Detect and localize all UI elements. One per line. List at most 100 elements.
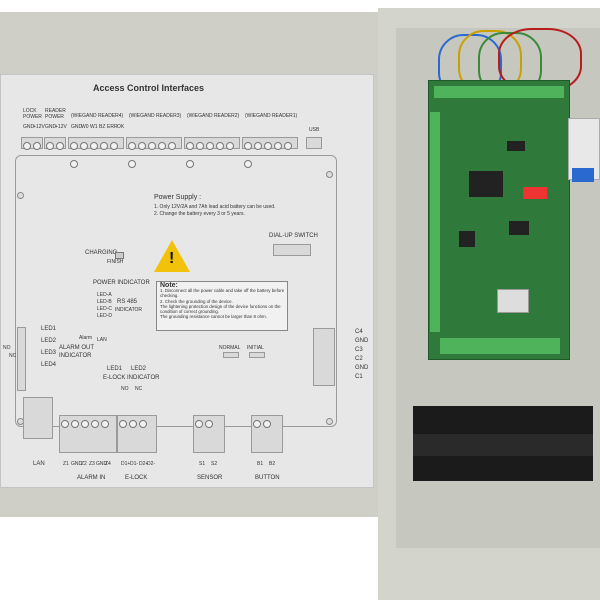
button-pin: B1 (257, 461, 264, 467)
pin-w0: W0 (81, 124, 89, 130)
normal-label: NORMAL (219, 345, 241, 351)
cabinet-body (378, 8, 600, 600)
note-box: Note: 1. Disconnect all the power cable … (156, 281, 288, 331)
group-sensor: SENSOR (197, 475, 223, 481)
pin-gnd-r1: GND (355, 338, 369, 344)
left-led4: LED4 (41, 362, 57, 368)
note-line4: The grounding resistance cannot be large… (160, 314, 267, 320)
charging-label: CHARGING (85, 250, 118, 256)
pin-ok: OK (117, 124, 125, 130)
group-elock: E-LOCK (125, 475, 148, 481)
led-a: LED-A (97, 292, 112, 298)
usb-port (306, 137, 322, 149)
warning-triangle-icon: ! (154, 240, 190, 272)
blue-connector (572, 168, 594, 182)
elock-led1: LED1 (107, 366, 123, 372)
terminal-wiegand3 (126, 137, 182, 168)
pin-c1: C1 (355, 374, 363, 380)
pin-12v-2: +12V (55, 124, 67, 130)
group-button: BUTTON (255, 475, 280, 481)
pin-gnd-2: GND (45, 124, 57, 130)
pin-gnd-r2: GND (355, 365, 369, 371)
board-left-terminals (429, 111, 441, 333)
dialup-switch-label: DIAL-UP SWITCH (269, 233, 318, 239)
controller-board (428, 80, 570, 360)
board-bottom-terminals (439, 337, 561, 355)
alarm-in-pins: Z1 (63, 461, 69, 467)
button-pin: B2 (269, 461, 276, 467)
right-terminal (313, 328, 335, 386)
no2-label: NO (121, 386, 129, 392)
label-wiegand1: (WIEGAND READER1) (245, 113, 298, 119)
power-supply-title: Power Supply : (154, 194, 202, 201)
label-wiegand4: (WIEGAND READER4) (71, 113, 124, 119)
chip (459, 231, 475, 247)
terminal-reader-power (44, 137, 66, 150)
note-line3: The lightening protection design of the … (160, 303, 281, 315)
pin-w1: W1 (90, 124, 98, 130)
pin-12v: +12V (33, 124, 45, 130)
sensor-pin: S2 (211, 461, 218, 467)
dialup-switch (273, 244, 311, 256)
dip-switch (523, 187, 547, 199)
label-usb: USB (309, 127, 320, 133)
terminal-wiegand4 (68, 137, 124, 168)
elock-pin: D2- (147, 461, 156, 467)
alarm-in-pin: Z2 (81, 461, 87, 467)
group-alarm-in: ALARM IN (77, 475, 106, 481)
nc-label: NC (9, 353, 17, 359)
pin-c4: C4 (355, 329, 363, 335)
alarm-lan-label: Alarm (79, 335, 93, 341)
lan-small-label: LAN (97, 337, 107, 343)
left-led2: LED2 (41, 338, 57, 344)
alarm-in-pin: GND (96, 461, 108, 467)
label-reader-power: READER POWER (45, 108, 66, 120)
terminal-strip (413, 406, 593, 481)
led-d: LED-D (97, 313, 113, 319)
sheet-title: Access Control Interfaces (93, 83, 205, 93)
alarm-in-pin: Z4 (105, 461, 111, 467)
button-terminal (251, 415, 283, 453)
pin-gnd-3: GND (71, 124, 83, 130)
terminal-strip-bar (413, 434, 593, 456)
pin-bz: BZ (99, 124, 106, 130)
pin-c2: C2 (355, 356, 363, 362)
left-led3: LED3 (41, 350, 57, 356)
power-supply-line2: 2. Change the battery every 3 or 5 years… (154, 211, 245, 217)
label-lock-power: LOCK POWER (23, 108, 42, 120)
initial-jumper (249, 352, 265, 358)
pin-err: ERR (107, 124, 118, 130)
terminal-wiegand2 (184, 137, 240, 168)
initial-label: INITIAL (247, 345, 264, 351)
interface-label-sheet: Access Control Interfaces LOCK POWER REA… (0, 74, 374, 488)
normal-jumper (223, 352, 239, 358)
rs485-label: RS 485 (117, 299, 138, 305)
note-line1: 1. Disconnect all the power cable and ta… (160, 288, 285, 299)
elock-terminal (117, 415, 157, 453)
pin-c3: C3 (355, 347, 363, 353)
elock-pin: D2+ (139, 461, 149, 467)
label-wiegand2: (WIEGAND READER2) (187, 113, 240, 119)
elock-led2: LED2 (131, 366, 147, 372)
group-lan: LAN (33, 461, 45, 467)
alarm-in-pin: Z3 (89, 461, 95, 467)
ethernet-port (497, 289, 529, 313)
power-indicator-label: POWER INDICATOR (93, 280, 150, 286)
alarm-in-pin: GND (71, 461, 83, 467)
label-wiegand3: (WIEGAND READER3) (129, 113, 182, 119)
mount-hole (326, 171, 333, 178)
led-c: LED-C (97, 306, 113, 312)
note-title: Note: (160, 282, 178, 289)
board-top-terminals (433, 85, 565, 99)
alarm-in-terminal (59, 415, 117, 453)
elock-pin: D1- (130, 461, 139, 467)
charging-led (115, 252, 124, 259)
left-led1: LED1 (41, 326, 57, 332)
sensor-terminal (193, 415, 225, 453)
chip (509, 221, 529, 235)
elock-indicator-label: E-LOCK INDICATOR (103, 375, 160, 381)
chip (507, 141, 525, 151)
nc2-label: NC (135, 386, 143, 392)
elock-pin: D1+ (121, 461, 131, 467)
mount-hole (326, 418, 333, 425)
